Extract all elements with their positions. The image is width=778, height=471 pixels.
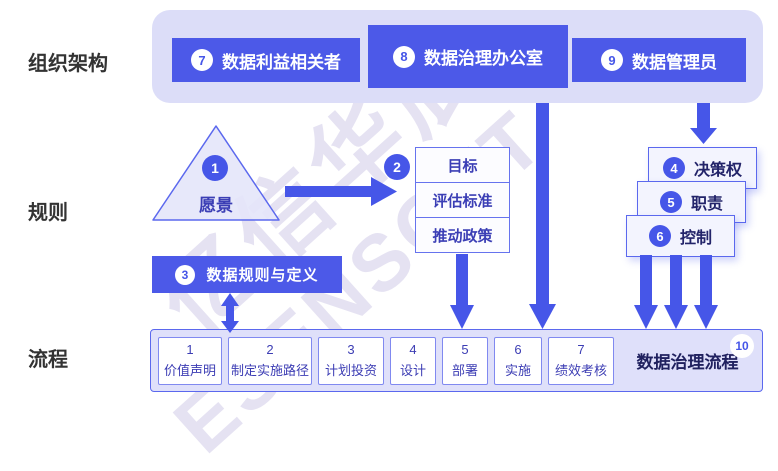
step-number: 6	[514, 341, 522, 357]
step-label: 制定实施路径	[230, 362, 309, 378]
step-value-statement: 1 价值声明	[158, 336, 222, 385]
step-number: 7	[577, 341, 585, 357]
arrow-down-control-2-icon	[664, 255, 688, 329]
goals-item-policy: 推动政策	[416, 217, 509, 252]
badge-2: 2	[384, 154, 410, 180]
step-label: 部署	[451, 362, 478, 378]
organization-panel: 7 数据利益相关者 8 数据治理办公室 9 数据管理员	[152, 10, 763, 103]
data-rules-label: 数据规则与定义	[206, 267, 319, 284]
step-performance-review: 7 绩效考核	[548, 336, 614, 385]
step-label: 实施	[504, 362, 531, 378]
step-number: 4	[409, 341, 417, 357]
process-flow-steps: 1 价值声明 2 制定实施路径 3 计划投资 4 设计 5 部署 6 实施	[151, 330, 762, 391]
arrow-down-goals-to-flow-icon	[450, 254, 474, 329]
badge-5: 5	[659, 191, 682, 213]
step-implementation-path: 2 制定实施路径	[228, 336, 312, 385]
org-box-governance-office: 8 数据治理办公室	[368, 25, 568, 88]
badge-1: 1	[202, 155, 228, 181]
org-box-label-data-steward: 数据管理员	[632, 52, 717, 72]
org-box-data-stakeholders: 7 数据利益相关者	[172, 38, 360, 82]
process-flow-panel: 10 1 价值声明 2 制定实施路径 3 计划投资 4 设计 5 部署	[150, 329, 763, 392]
step-implement: 6 实施	[494, 336, 542, 385]
step-number: 3	[347, 341, 355, 357]
step-label: 价值声明	[163, 362, 216, 378]
step-label: 设计	[399, 362, 426, 378]
vision-label: 愿景	[199, 196, 233, 215]
row-label-rules: 规则	[28, 202, 68, 224]
arrow-down-office-to-flow-icon	[529, 103, 556, 329]
arrow-down-control-3-icon	[694, 255, 718, 329]
arrow-right-vision-to-goals-icon	[285, 177, 397, 206]
badge-4: 4	[662, 157, 685, 179]
org-box-label-governance-office: 数据治理办公室	[424, 49, 543, 68]
badge-7: 7	[191, 49, 213, 71]
authority-label-control: 控制	[679, 230, 712, 247]
step-number: 5	[461, 341, 469, 357]
badge-3: 3	[175, 264, 196, 285]
step-design: 4 设计	[390, 336, 436, 385]
authority-label-decision-rights: 决策权	[693, 162, 742, 179]
step-deploy: 5 部署	[442, 336, 488, 385]
arrow-down-control-1-icon	[634, 255, 658, 329]
org-box-data-steward: 9 数据管理员	[572, 38, 746, 82]
badge-6: 6	[648, 225, 671, 247]
goals-stack: 目标 评估标准 推动政策	[415, 147, 510, 253]
row-label-process: 流程	[28, 349, 68, 371]
authority-box-control: 6 控制	[626, 215, 735, 257]
process-flow-title: 数据治理流程	[636, 353, 739, 372]
step-label: 绩效考核	[554, 362, 607, 378]
step-number: 2	[266, 341, 274, 357]
arrow-bidirectional-rules-flow-icon	[221, 293, 239, 333]
step-label: 计划投资	[324, 362, 377, 378]
authority-label-responsibility: 职责	[690, 196, 723, 213]
org-box-label-stakeholders: 数据利益相关者	[222, 52, 341, 72]
step-number: 1	[186, 341, 194, 357]
goals-item-target: 目标	[447, 157, 478, 175]
badge-8: 8	[393, 45, 415, 68]
data-rules-box: 3 数据规则与定义	[152, 256, 342, 293]
goals-item-evaluation: 评估标准	[416, 182, 509, 217]
badge-10: 10	[730, 334, 754, 358]
arrow-down-steward-to-decision-icon	[690, 103, 717, 144]
badge-9: 9	[601, 49, 623, 71]
step-plan-investment: 3 计划投资	[318, 336, 384, 385]
row-label-organization: 组织架构	[28, 53, 108, 75]
